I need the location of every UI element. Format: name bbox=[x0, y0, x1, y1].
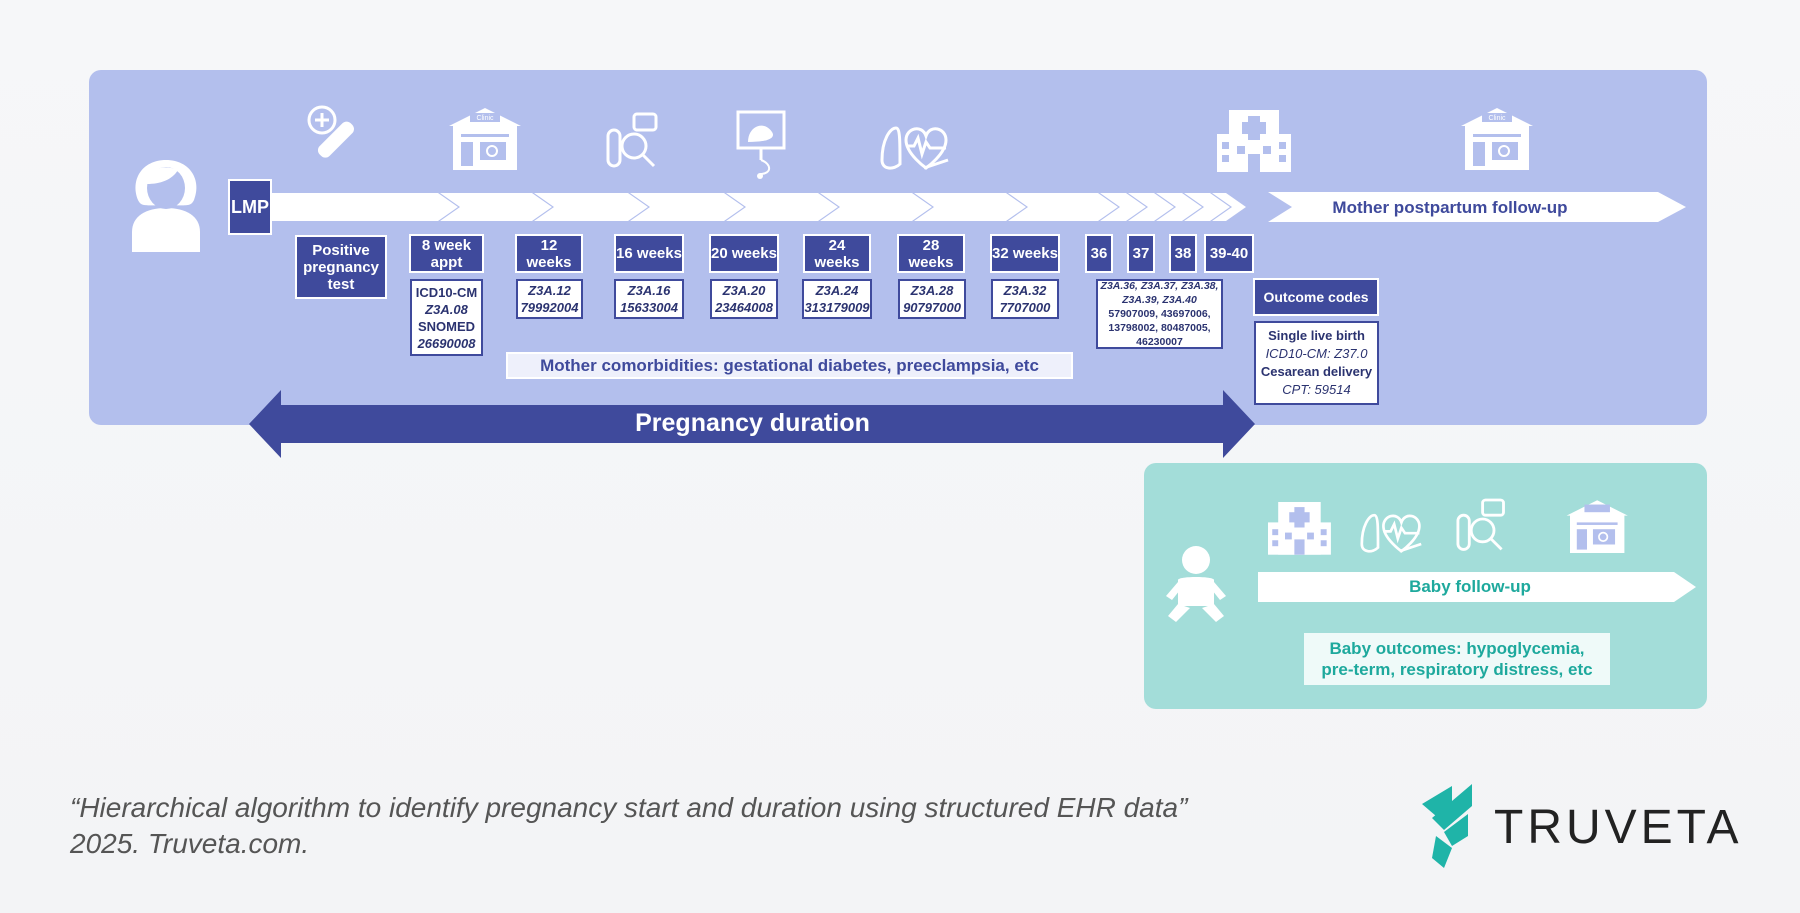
milestone-label: 8 week appt bbox=[421, 236, 472, 271]
citation: “Hierarchical algorithm to identify preg… bbox=[70, 790, 1350, 862]
milestone-label: 12 weeks bbox=[526, 236, 572, 271]
ultrasound-monitor-icon bbox=[736, 110, 786, 179]
hospital-building-icon bbox=[1217, 110, 1291, 172]
outcome-codes-box: Single live birth ICD10-CM: Z37.0 Cesare… bbox=[1254, 321, 1379, 405]
mother-timeline-arrow bbox=[272, 193, 1246, 221]
code-box-12-weeks: Z3A.12 79992004 bbox=[516, 279, 583, 319]
outcome-line: ICD10-CM: Z37.0 bbox=[1265, 346, 1368, 361]
code-line: Z3A.08 bbox=[425, 301, 468, 317]
woman-avatar-icon bbox=[132, 160, 200, 252]
milestone-12-weeks: 12 weeks bbox=[515, 234, 583, 273]
baby-icon bbox=[1166, 546, 1226, 622]
postpartum-arrow bbox=[1268, 192, 1686, 222]
code-line: 79992004 bbox=[520, 300, 579, 315]
code-line: 313179009 bbox=[804, 300, 870, 315]
lungs-heart-icon bbox=[880, 126, 950, 170]
postpartum-label: Mother postpartum follow-up bbox=[1332, 198, 1568, 217]
code-line: 7707000 bbox=[999, 300, 1051, 315]
code-line: 13798002, 80487005, bbox=[1108, 322, 1211, 334]
code-line: Z3A.24 bbox=[815, 283, 859, 298]
milestone-label: 16 weeks bbox=[616, 245, 682, 262]
code-line: 26690008 bbox=[417, 335, 476, 351]
code-line: Z3A.39, Z3A.40 bbox=[1122, 294, 1197, 306]
code-line: ICD10-CM bbox=[415, 284, 478, 300]
milestone-24-weeks: 24 weeks bbox=[803, 234, 871, 273]
milestone-label: 28 weeks bbox=[908, 236, 954, 271]
lab-test-icon bbox=[1456, 498, 1505, 551]
clinic-building-icon bbox=[1565, 499, 1629, 554]
clinic-sign: Clinic bbox=[476, 115, 494, 122]
milestone-28-weeks: 28 weeks bbox=[897, 234, 965, 273]
truveta-logo-text: TRUVETA bbox=[1494, 801, 1743, 854]
milestone-37: 37 bbox=[1127, 234, 1155, 273]
outcome-codes-title: Outcome codes bbox=[1253, 278, 1379, 316]
code-line: 57907009, 43697006, bbox=[1108, 308, 1211, 320]
baby-outcomes-line: pre-term, respiratory distress, etc bbox=[1321, 660, 1593, 679]
outcome-line: CPT: 59514 bbox=[1282, 382, 1351, 397]
pregnancy-duration-arrow bbox=[249, 390, 1255, 458]
code-box-16-weeks: Z3A.16 15633004 bbox=[614, 279, 684, 319]
lungs-heart-icon bbox=[1360, 513, 1423, 553]
pregnancy-duration-label: Pregnancy duration bbox=[635, 408, 870, 437]
code-box-32-weeks: Z3A.32 7707000 bbox=[991, 279, 1059, 319]
milestone-label: Positive pregnancy test bbox=[303, 241, 379, 293]
lmp-label: LMP bbox=[228, 179, 272, 235]
lab-test-icon bbox=[606, 112, 658, 168]
baby-followup-arrow bbox=[1258, 572, 1696, 602]
milestone-20-weeks: 20 weeks bbox=[709, 234, 779, 273]
truveta-logo-icon bbox=[1422, 784, 1472, 868]
code-line: 90797000 bbox=[903, 300, 961, 315]
citation-title: “Hierarchical algorithm to identify preg… bbox=[70, 792, 1188, 823]
code-line: Z3A.28 bbox=[910, 283, 954, 298]
code-box-28-weeks: Z3A.28 90797000 bbox=[898, 279, 966, 319]
pregnancy-test-icon bbox=[307, 105, 354, 158]
milestone-38: 38 bbox=[1169, 234, 1197, 273]
code-line: 46230007 bbox=[1136, 336, 1183, 348]
milestone-16-weeks: 16 weeks bbox=[614, 234, 684, 273]
milestone-positive-test: Positive pregnancy test bbox=[295, 235, 387, 299]
code-box-24-weeks: Z3A.24 313179009 bbox=[802, 279, 872, 319]
baby-outcomes-label: Baby outcomes: hypoglycemia, pre-term, r… bbox=[1304, 633, 1610, 685]
outcome-line: Single live birth bbox=[1268, 328, 1365, 343]
milestone-label: 20 weeks bbox=[711, 245, 777, 262]
code-line: Z3A.32 bbox=[1003, 283, 1047, 298]
code-line: Z3A.20 bbox=[722, 283, 766, 298]
code-line: SNOMED bbox=[417, 318, 476, 334]
milestone-label: 32 weeks bbox=[992, 245, 1058, 262]
code-line: 23464008 bbox=[715, 300, 773, 315]
code-line: 15633004 bbox=[620, 300, 678, 315]
milestone-36: 36 bbox=[1085, 234, 1113, 273]
baby-outcomes-line: Baby outcomes: hypoglycemia, bbox=[1329, 639, 1585, 658]
code-line: Z3A.36, Z3A.37, Z3A.38, bbox=[1100, 280, 1219, 292]
comorbidities-label: Mother comorbidities: gestational diabet… bbox=[506, 352, 1073, 379]
code-box-20-weeks: Z3A.20 23464008 bbox=[710, 279, 778, 319]
milestone-39-40: 39-40 bbox=[1204, 234, 1254, 273]
milestone-8-week: 8 week appt bbox=[409, 234, 484, 273]
milestone-label: 24 weeks bbox=[814, 236, 860, 271]
code-box-late-weeks: Z3A.36, Z3A.37, Z3A.38, Z3A.39, Z3A.40 5… bbox=[1096, 279, 1223, 349]
code-line: Z3A.16 bbox=[627, 283, 671, 298]
outcome-line: Cesarean delivery bbox=[1260, 364, 1373, 379]
code-box-8-week: ICD10-CM Z3A.08 SNOMED 26690008 bbox=[410, 279, 483, 356]
code-line: Z3A.12 bbox=[528, 283, 571, 298]
baby-followup-label: Baby follow-up bbox=[1409, 577, 1531, 596]
milestone-32-weeks: 32 weeks bbox=[990, 234, 1060, 273]
hospital-building-icon bbox=[1268, 502, 1331, 555]
clinic-sign: Clinic bbox=[1488, 115, 1506, 122]
citation-source: 2025. Truveta.com. bbox=[70, 828, 310, 859]
